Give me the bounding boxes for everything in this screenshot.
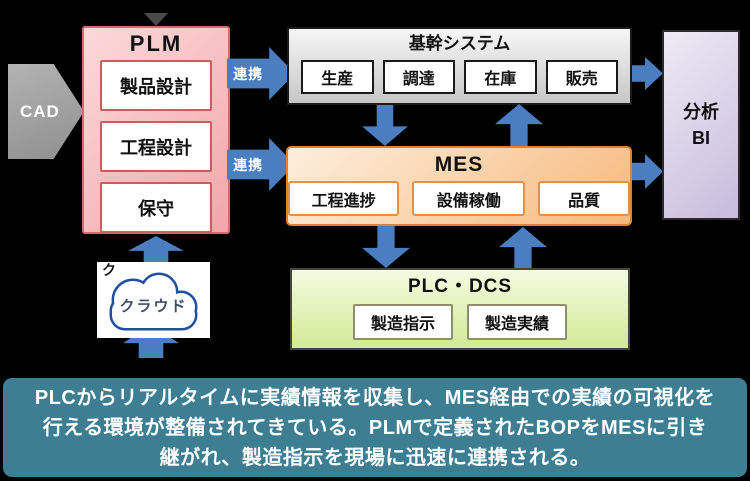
caption-panel: PLCからリアルタイムに実績情報を収集し、MES経由での実績の可視化を 行える環… — [3, 378, 747, 477]
erp-item-procurement: 調達 — [382, 60, 455, 94]
erp-item-production: 生産 — [301, 60, 374, 94]
arrow-erp-to-bi-icon — [632, 57, 663, 90]
link-arrow-plm-to-mes: 連携 — [227, 138, 295, 191]
cloud-panel: ク クラウド — [97, 262, 210, 338]
plm-title: PLM — [129, 31, 183, 56]
analysis-bi-box: 分析 BI — [662, 30, 740, 220]
caption-line2: 行える環境が整備されてきている。PLMで定義されたBOPをMESに引き — [42, 416, 708, 439]
plc-item-manufacturing-instruction: 製造指示 — [353, 304, 453, 340]
mes-item-quality: 品質 — [538, 181, 630, 216]
arrow-plc-to-mes-up-icon — [499, 227, 547, 269]
plm-box: PLM 製品設計 工程設計 保守 — [82, 26, 230, 234]
caption-line1: PLCからリアルタイムに実績情報を収集し、MES経由での実績の可視化を — [34, 386, 716, 409]
link-arrow-2-label: 連携 — [233, 156, 264, 173]
cad-arrow-shape: CAD — [8, 64, 84, 159]
plc-item-manufacturing-result: 製造実績 — [467, 304, 567, 340]
mes-box: MES 工程進捗 設備稼働 品質 — [286, 146, 632, 226]
cloud-icon — [109, 272, 198, 331]
plc-title: PLC・DCS — [407, 276, 513, 297]
arrow-cloud-to-plm-up-icon — [128, 236, 184, 263]
erp-system-box: 基幹システム 生産 調達 在庫 販売 — [287, 27, 632, 105]
mes-title: MES — [434, 153, 484, 176]
arrow-mes-to-plc-down-icon — [362, 226, 410, 268]
plm-top-triangle-icon — [144, 13, 168, 26]
plm-item-process-design: 工程設計 — [100, 121, 212, 172]
arrow-mes-to-erp-up-icon — [495, 104, 543, 146]
arrow-mes-to-bi-icon — [632, 154, 663, 189]
plm-item-product-design: 製品設計 — [100, 60, 212, 111]
link-arrow-1-label: 連携 — [233, 65, 264, 82]
link-arrow-plm-to-erp: 連携 — [227, 47, 295, 100]
erp-item-inventory: 在庫 — [464, 60, 537, 94]
arrow-erp-to-mes-down-icon — [362, 105, 408, 146]
mes-item-equipment-operation: 設備稼働 — [412, 181, 526, 216]
plc-items-row: 製造指示 製造実績 — [292, 304, 628, 340]
cad-label: CAD — [20, 101, 60, 121]
erp-items-row: 生産 調達 在庫 販売 — [289, 59, 630, 94]
bi-label-line1: 分析 — [683, 102, 719, 122]
plm-item-maintenance: 保守 — [100, 182, 212, 233]
erp-item-sales: 販売 — [545, 60, 618, 94]
cloud-label: クラウド — [119, 298, 188, 315]
cloud-partial-text: ク — [102, 262, 116, 278]
plc-dcs-box: PLC・DCS 製造指示 製造実績 — [290, 268, 630, 350]
caption-line3: 継がれ、製造指示を現場に迅速に連携される。 — [159, 446, 591, 469]
mes-items-row: 工程進捗 設備稼働 品質 — [288, 181, 630, 216]
mes-item-process-progress: 工程進捗 — [288, 181, 400, 216]
erp-title: 基幹システム — [408, 34, 511, 53]
bi-label-line2: BI — [692, 128, 710, 148]
